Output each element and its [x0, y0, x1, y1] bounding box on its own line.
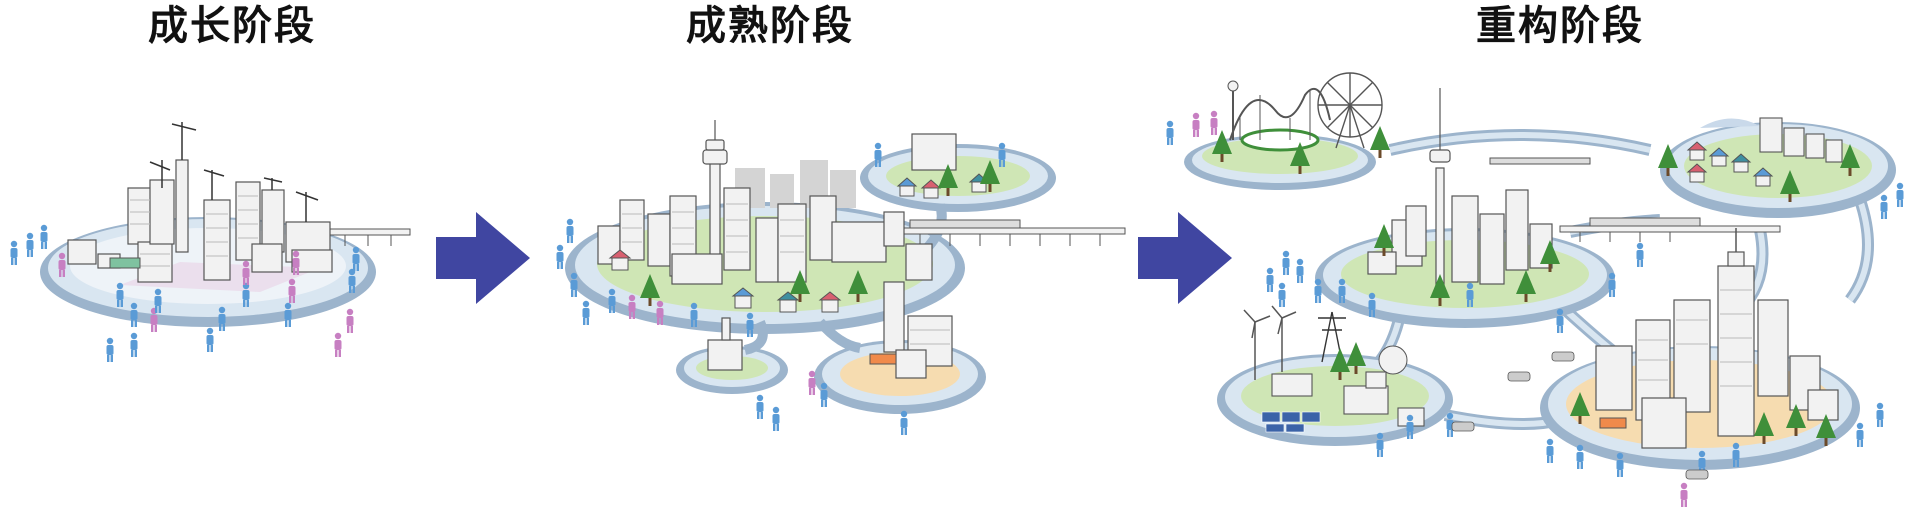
houses	[608, 173, 990, 365]
maturity-buildings	[597, 133, 957, 379]
arrow-growth-to-maturity	[436, 212, 530, 304]
solar-panels	[1261, 411, 1321, 433]
maturity-stage-city	[556, 120, 1126, 435]
tv-tower-3	[1429, 88, 1451, 289]
apartment-buildings	[1759, 117, 1843, 163]
ferris-wheel	[1317, 72, 1383, 149]
restructuring-stage-city	[1166, 72, 1904, 507]
roller-coaster	[1229, 88, 1331, 141]
buildings-under-construction	[67, 159, 333, 283]
houses-3	[1686, 141, 1774, 187]
tv-tower	[702, 120, 728, 283]
stage-title-maturity: 成熟阶段	[686, 3, 854, 49]
wind-turbines	[1243, 305, 1297, 380]
skyscrapers	[1595, 251, 1839, 449]
arrow-maturity-to-restructuring	[1138, 212, 1232, 304]
central-buildings	[1367, 189, 1553, 285]
energy-facilities	[1271, 371, 1425, 427]
growth-stage-city	[10, 122, 411, 362]
elevated-railway-3	[1559, 217, 1781, 242]
stage-title-growth: 成长阶段	[148, 3, 316, 49]
cars	[1451, 351, 1709, 480]
construction-cranes	[149, 122, 319, 222]
observatory-dome	[1378, 345, 1408, 375]
stage-title-restructuring: 重构阶段	[1476, 3, 1644, 49]
